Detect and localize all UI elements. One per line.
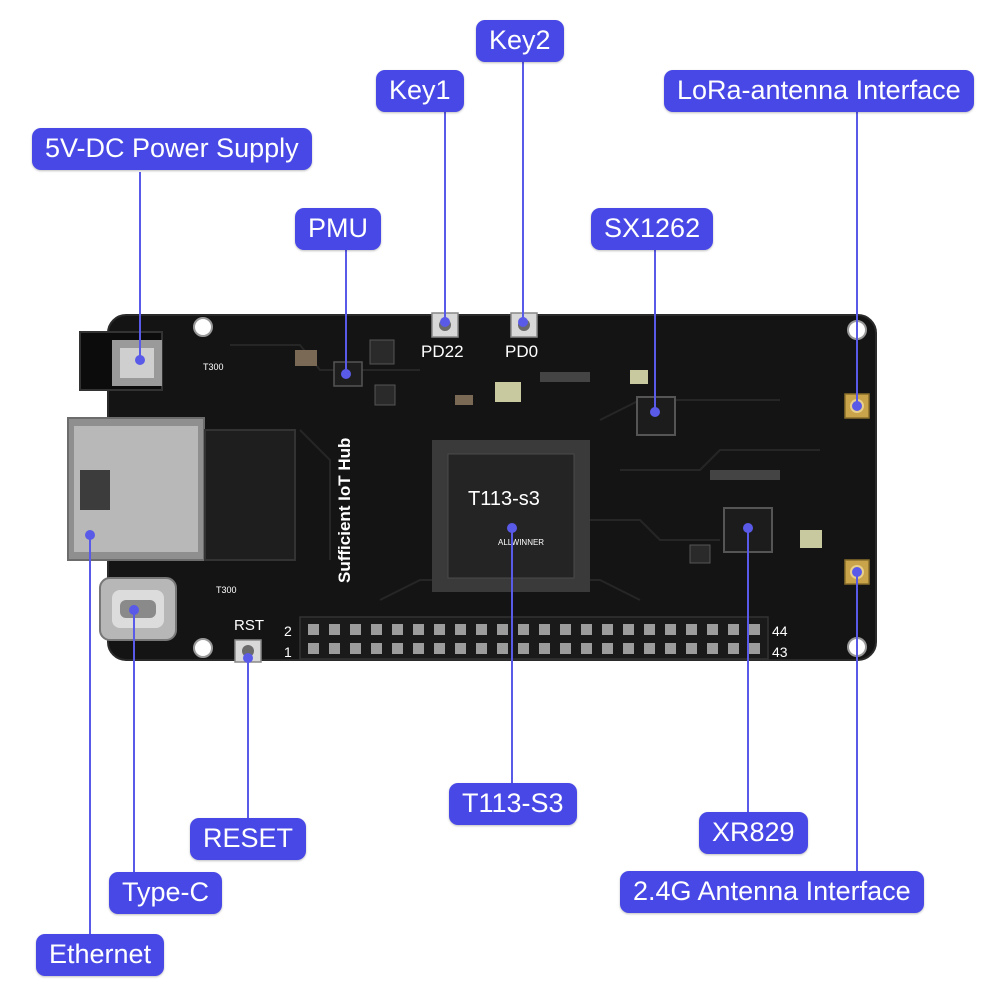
mounting-hole [193,317,213,337]
header-pin [329,643,340,654]
passive-components [295,339,822,564]
header-pin [602,624,613,635]
header-pin [623,643,634,654]
header-pin [476,643,487,654]
callout-sx1262: SX1262 [591,208,714,250]
header-pin [539,624,550,635]
header-pin [434,624,445,635]
header-pin [455,643,466,654]
callout-lora-antenna: LoRa-antenna Interface [664,70,974,112]
callout-key1: Key1 [376,70,464,112]
header-pin [455,624,466,635]
callout-xr829: XR829 [699,812,808,854]
callout-ethernet: Ethernet [36,934,165,976]
callout-pmu: PMU [295,208,381,250]
header-pin [392,643,403,654]
header-pin [308,624,319,635]
header-pin [623,624,634,635]
pmu-chip [333,361,363,387]
pin-44-label: 44 [772,623,788,639]
header-pin [560,624,571,635]
header-pin [476,624,487,635]
header-pin [497,624,508,635]
header-pin [686,624,697,635]
header-pin [392,624,403,635]
header-pin [749,643,760,654]
header-pin [560,643,571,654]
header-pin [707,624,718,635]
header-pin [497,643,508,654]
pin-43-label: 43 [772,644,788,660]
header-pin [602,643,613,654]
callout-key2: Key2 [476,20,564,62]
header-pin [329,624,340,635]
header-pin [581,624,592,635]
pd22-label: PD22 [421,342,464,361]
chip-marking: T113-s3 [468,488,540,510]
header-pin [707,643,718,654]
header-pin [686,643,697,654]
header-pin [539,643,550,654]
header-pin [644,643,655,654]
header-pin [518,624,529,635]
header-pin [413,624,424,635]
callout-reset: RESET [190,818,307,860]
header-pin [728,643,739,654]
t113-chip: T113-s3 ALLWINNER [432,440,590,592]
leader-lines [89,62,858,934]
header-pin [581,643,592,654]
gpio-header [299,616,769,660]
pd0-label: PD0 [505,342,538,361]
mounting-hole [193,638,213,658]
header-pin [665,643,676,654]
callout-antenna-24g: 2.4G Antenna Interface [620,871,924,913]
header-pin [434,643,445,654]
header-pin [308,643,319,654]
header-pin [644,624,655,635]
ethernet-port-icon [67,417,296,561]
header-pin [728,624,739,635]
chip-vendor: ALLWINNER [498,538,544,547]
board-brand: Sufficient IoT Hub [335,438,354,583]
leader-dots [85,317,862,663]
pin-1-label: 1 [284,644,292,660]
header-pin [413,643,424,654]
header-pin [665,624,676,635]
header-pin [749,624,760,635]
t300-label-top: T300 [203,362,224,372]
callout-power-supply: 5V-DC Power Supply [32,128,312,170]
header-pin [350,643,361,654]
header-pin [350,624,361,635]
pin-2-label: 2 [284,623,292,639]
header-pin [371,643,382,654]
callout-t113: T113-S3 [449,783,577,825]
rst-label: RST [234,617,264,634]
header-pin [371,624,382,635]
callout-type-c: Type-C [109,872,223,914]
t300-label-bottom: T300 [216,585,237,595]
header-pin [518,643,529,654]
power-jack-icon [79,331,163,391]
